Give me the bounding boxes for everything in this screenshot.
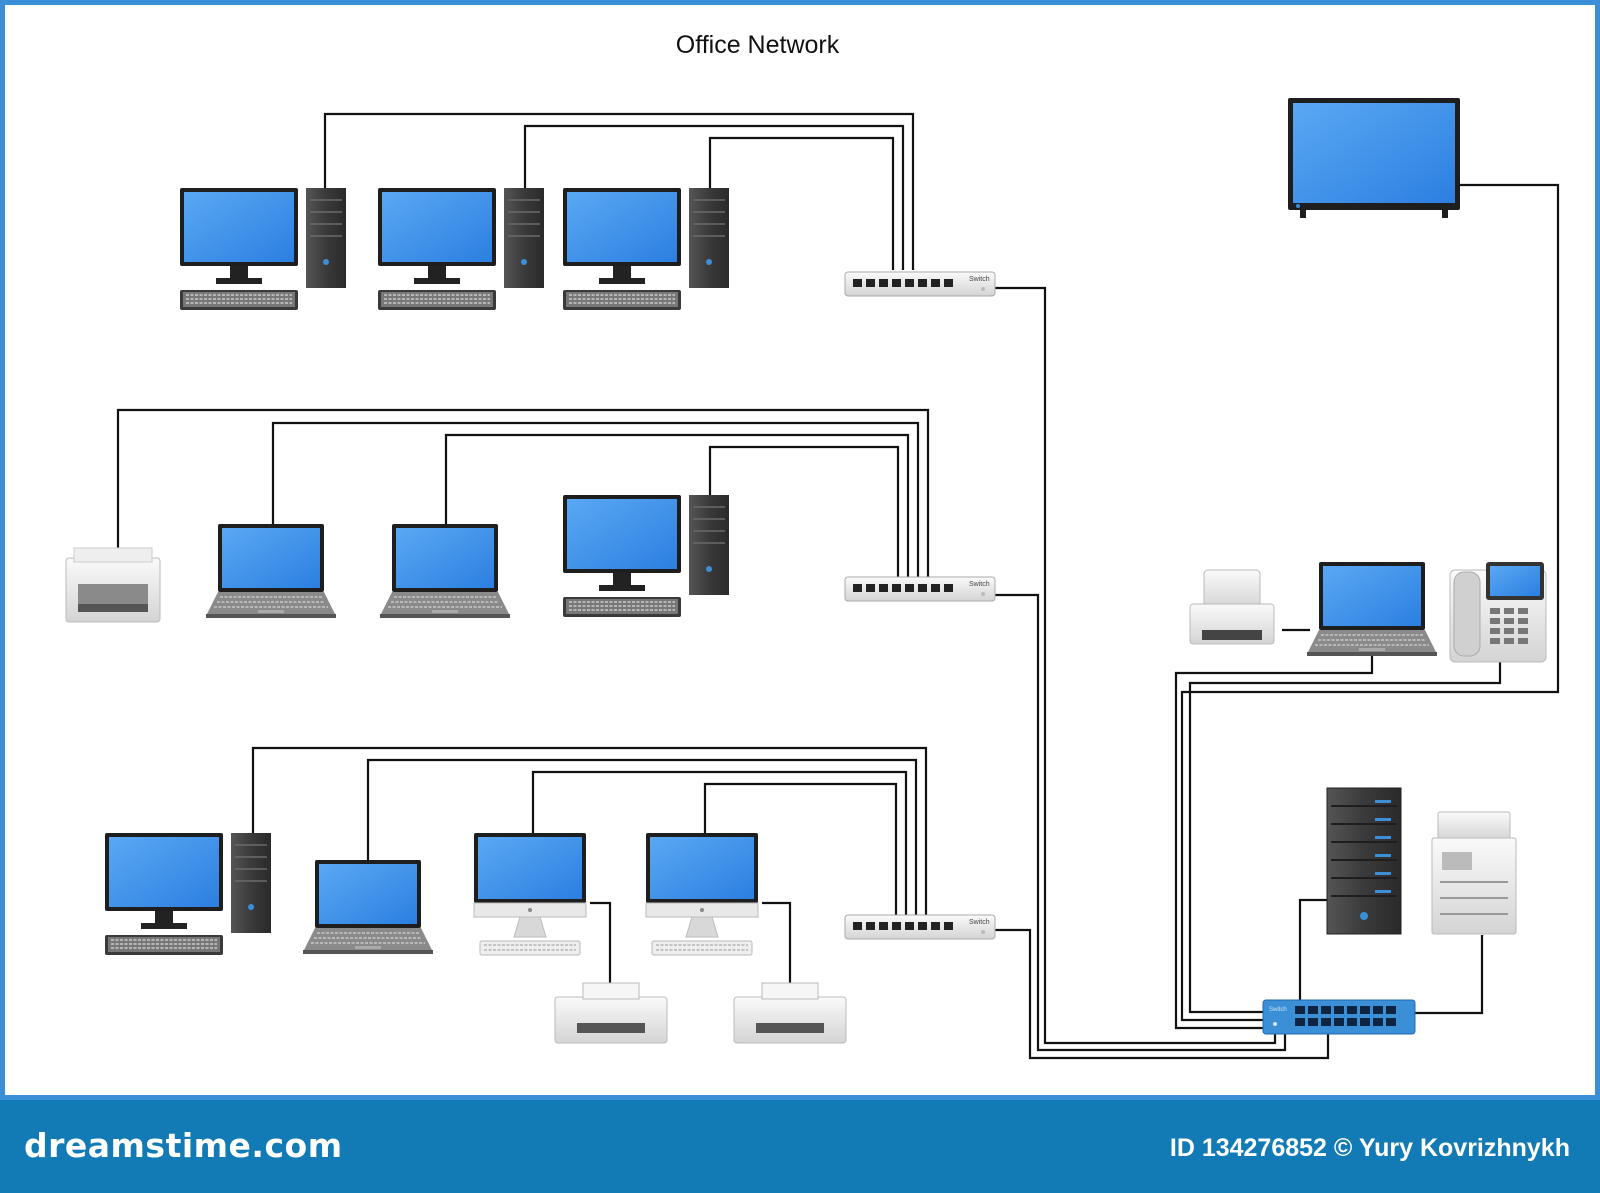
copier: [1431, 811, 1517, 935]
footer-bar: dreamstime.com ID 134276852 © Yury Kovri…: [0, 1100, 1600, 1193]
switch-3-label: Switch: [969, 919, 990, 926]
switch-1-label: Switch: [969, 276, 990, 283]
main-switch: Switch: [1262, 999, 1416, 1035]
server-tower: [1326, 787, 1402, 935]
footer-credit: ID 134276852 © Yury Kovrizhnykh: [1169, 1134, 1570, 1162]
network-diagram: Switch Switch Switch: [65, 98, 1560, 1060]
laptop-4: [1306, 561, 1438, 657]
laser-printer: [65, 547, 161, 623]
desktop-computer-2: [377, 187, 545, 311]
laptop-2: [379, 523, 511, 619]
desktop-computer-4: [562, 494, 730, 618]
network-cables: [116, 112, 1560, 1060]
laptop-3: [302, 859, 434, 955]
laptop-1: [205, 523, 337, 619]
switch-1: Switch: [844, 271, 996, 297]
desktop-computer-3: [562, 187, 730, 311]
inkjet-printer-1: [554, 982, 668, 1044]
desktop-computer-1: [179, 187, 347, 311]
inkjet-printer-2: [733, 982, 847, 1044]
ip-phone: [1449, 562, 1547, 663]
all-in-one-computer-1: [473, 832, 587, 956]
all-in-one-computer-2: [645, 832, 759, 956]
switch-2: Switch: [844, 576, 996, 602]
switch-3: Switch: [844, 914, 996, 940]
wall-tv: [1288, 98, 1460, 218]
switch-2-label: Switch: [969, 581, 990, 588]
office-printer: [1189, 569, 1275, 645]
desktop-computer-5: [104, 832, 272, 956]
diagram-title: Office Network: [675, 31, 840, 59]
footer-logo: dreamstime.com: [24, 1126, 343, 1165]
main-switch-label: Switch: [1269, 1007, 1287, 1013]
